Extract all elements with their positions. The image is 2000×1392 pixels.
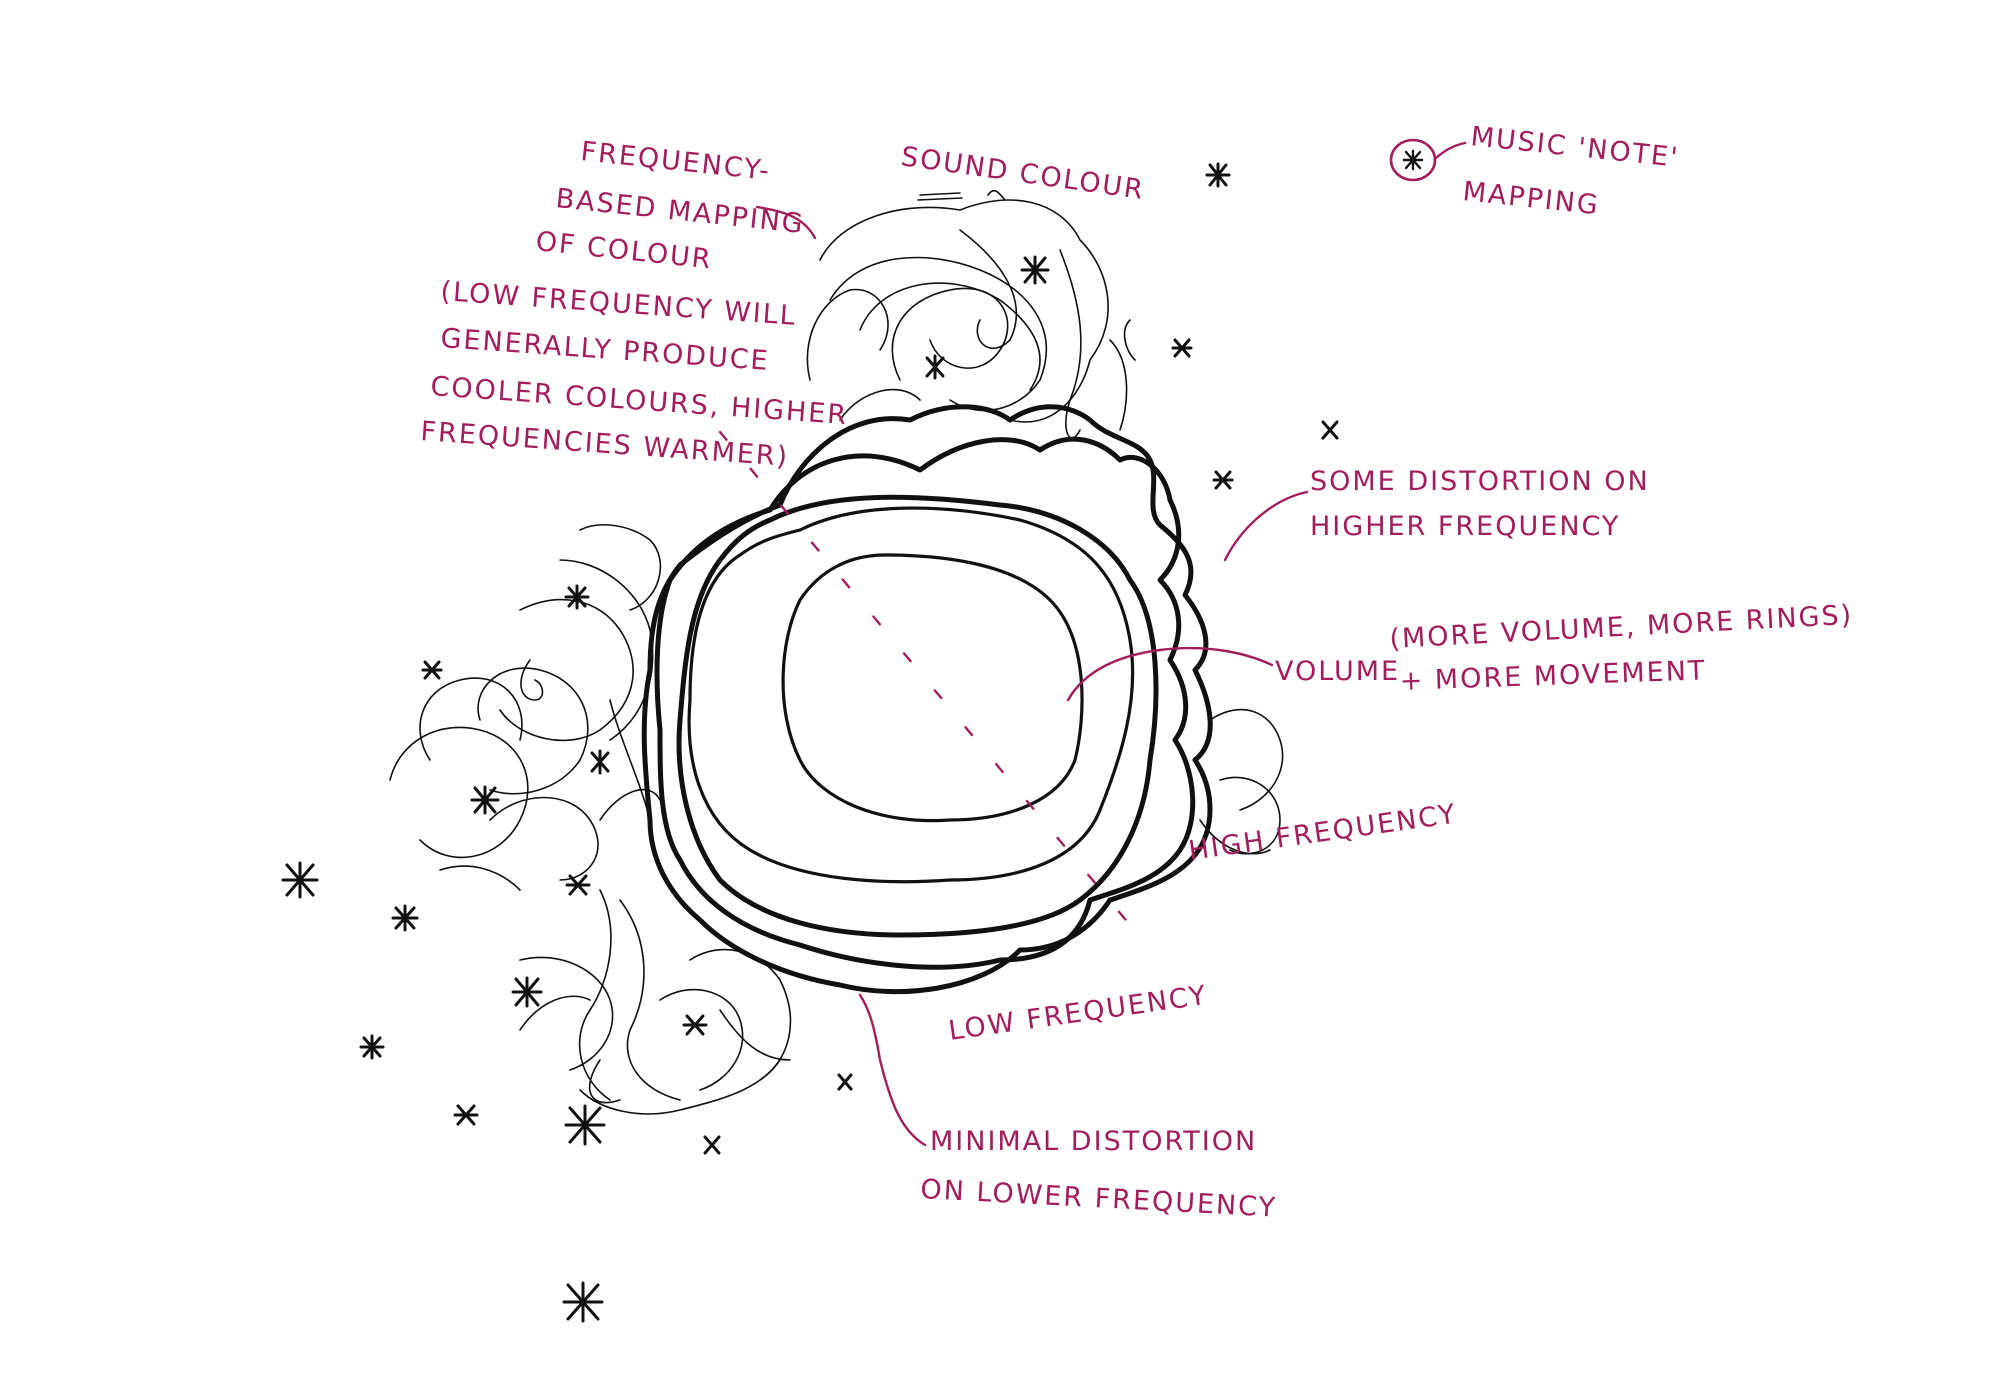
star-icon <box>565 874 591 896</box>
inner-ring <box>781 553 1084 823</box>
third-ring <box>676 494 1159 938</box>
label-minimal-distortion: ON LOWER FREQUENCY <box>920 1174 1278 1224</box>
label-some-distortion: SOME DISTORTION ON <box>1310 466 1650 497</box>
star-icon <box>564 1104 606 1146</box>
fourth-ring <box>654 436 1196 970</box>
outer-ring <box>641 404 1213 995</box>
label-minimal-distortion: MINIMAL DISTORTION <box>930 1126 1257 1157</box>
star-icon <box>281 861 319 899</box>
star-icon <box>1321 420 1339 440</box>
star-icon <box>562 1281 604 1323</box>
concentric-rings <box>641 404 1213 995</box>
label-frequency-mapping: FREQUENCY- <box>579 136 772 187</box>
scribble-cloud-top <box>806 190 1136 439</box>
label-sound-colour: SOUND COLOUR <box>899 141 1147 206</box>
star-icon <box>925 354 945 380</box>
star-icon <box>359 1034 385 1060</box>
star-icon <box>453 1104 479 1126</box>
music-note-stars <box>281 162 1339 1323</box>
star-icon <box>391 904 419 932</box>
label-low-frequency: LOW FREQUENCY <box>947 980 1210 1047</box>
star-icon <box>421 660 443 680</box>
star-icon <box>564 584 590 610</box>
star-icon <box>470 785 500 815</box>
star-icon <box>1205 162 1231 188</box>
star-icon <box>1212 470 1234 490</box>
label-volume-note: + MORE MOVEMENT <box>1399 655 1707 697</box>
label-music-note-mapping: MAPPING <box>1461 176 1601 221</box>
label-frequency-mapping: OF COLOUR <box>534 226 714 275</box>
label-low-frequency-note: FREQUENCIES WARMER) <box>420 416 791 473</box>
star-icon <box>703 1135 721 1155</box>
star-icon <box>1171 338 1193 358</box>
label-low-frequency-note: (LOW FREQUENCY WILL <box>440 276 798 332</box>
label-high-frequency: HIGH FREQUENCY <box>1187 799 1459 867</box>
scribble-cloud-bottom <box>519 889 792 1115</box>
scribble-cloud-left <box>389 524 662 891</box>
star-icon <box>511 976 543 1008</box>
star-icon <box>837 1073 853 1091</box>
star-icon <box>590 749 610 775</box>
star-icon <box>1020 255 1050 285</box>
star-icon <box>682 1014 708 1036</box>
second-ring <box>687 506 1135 884</box>
label-volume: VOLUME <box>1275 656 1400 687</box>
label-low-frequency-note: GENERALLY PRODUCE <box>440 323 771 377</box>
label-music-note: MUSIC 'NOTE' <box>1469 121 1681 174</box>
legend-star-circle-icon <box>1389 138 1467 182</box>
label-volume-note: (MORE VOLUME, MORE RINGS) <box>1389 600 1854 655</box>
annotation-labels: SOUND COLOUR MUSIC 'NOTE' MAPPING FREQUE… <box>420 121 1854 1224</box>
annotation-leaders <box>718 205 1309 1147</box>
label-some-distortion: HIGHER FREQUENCY <box>1310 511 1620 542</box>
